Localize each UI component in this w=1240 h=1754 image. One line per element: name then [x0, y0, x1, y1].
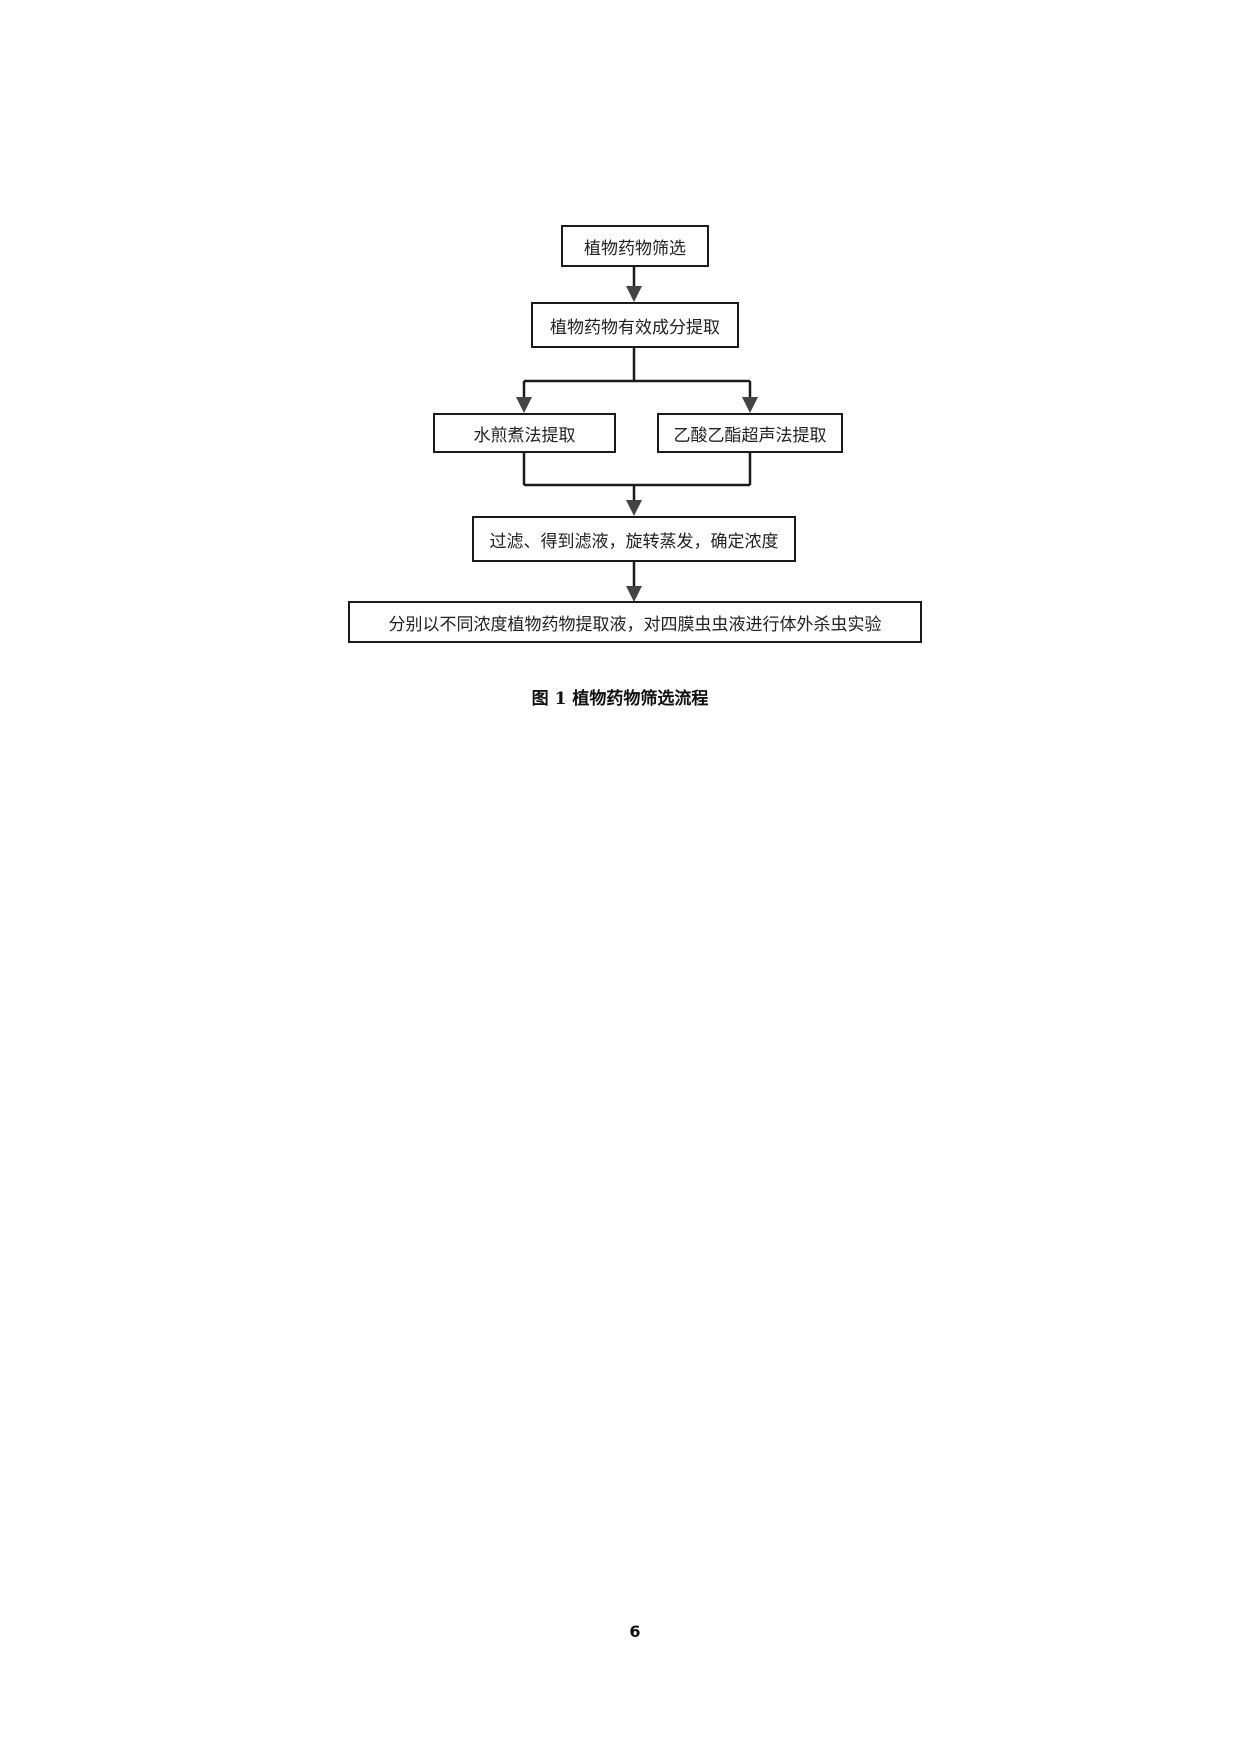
flow-step-label: 水煎煮法提取: [473, 425, 576, 446]
arrow-down-icon: [626, 586, 642, 602]
flow-step-label: 植物药物有效成分提取: [550, 317, 720, 338]
arrow-down-icon: [626, 286, 642, 302]
flow-step-screening: 植物药物筛选: [561, 225, 709, 267]
flow-step-filtration: 过滤、得到滤液，旋转蒸发，确定浓度: [472, 516, 796, 562]
flow-step-label: 分别以不同浓度植物药物提取液，对四膜虫虫液进行体外杀虫实验: [388, 614, 882, 635]
arrowheads: [516, 286, 758, 602]
arrow-down-icon: [516, 397, 532, 413]
flow-step-extraction: 植物药物有效成分提取: [531, 302, 739, 348]
arrow-down-icon: [742, 397, 758, 413]
page-number: 6: [629, 1622, 641, 1641]
flow-step-ethyl-acetate-ultrasonic: 乙酸乙酯超声法提取: [657, 413, 843, 453]
flow-step-experiment: 分别以不同浓度植物药物提取液，对四膜虫虫液进行体外杀虫实验: [348, 601, 922, 643]
flow-step-label: 过滤、得到滤液，旋转蒸发，确定浓度: [489, 531, 779, 552]
flow-step-water-decoction: 水煎煮法提取: [433, 413, 616, 453]
flow-step-label: 植物药物筛选: [584, 238, 686, 259]
flow-step-label: 乙酸乙酯超声法提取: [673, 425, 827, 446]
figure-caption: 图 1 植物药物筛选流程: [531, 689, 709, 709]
arrow-down-icon: [626, 500, 642, 516]
